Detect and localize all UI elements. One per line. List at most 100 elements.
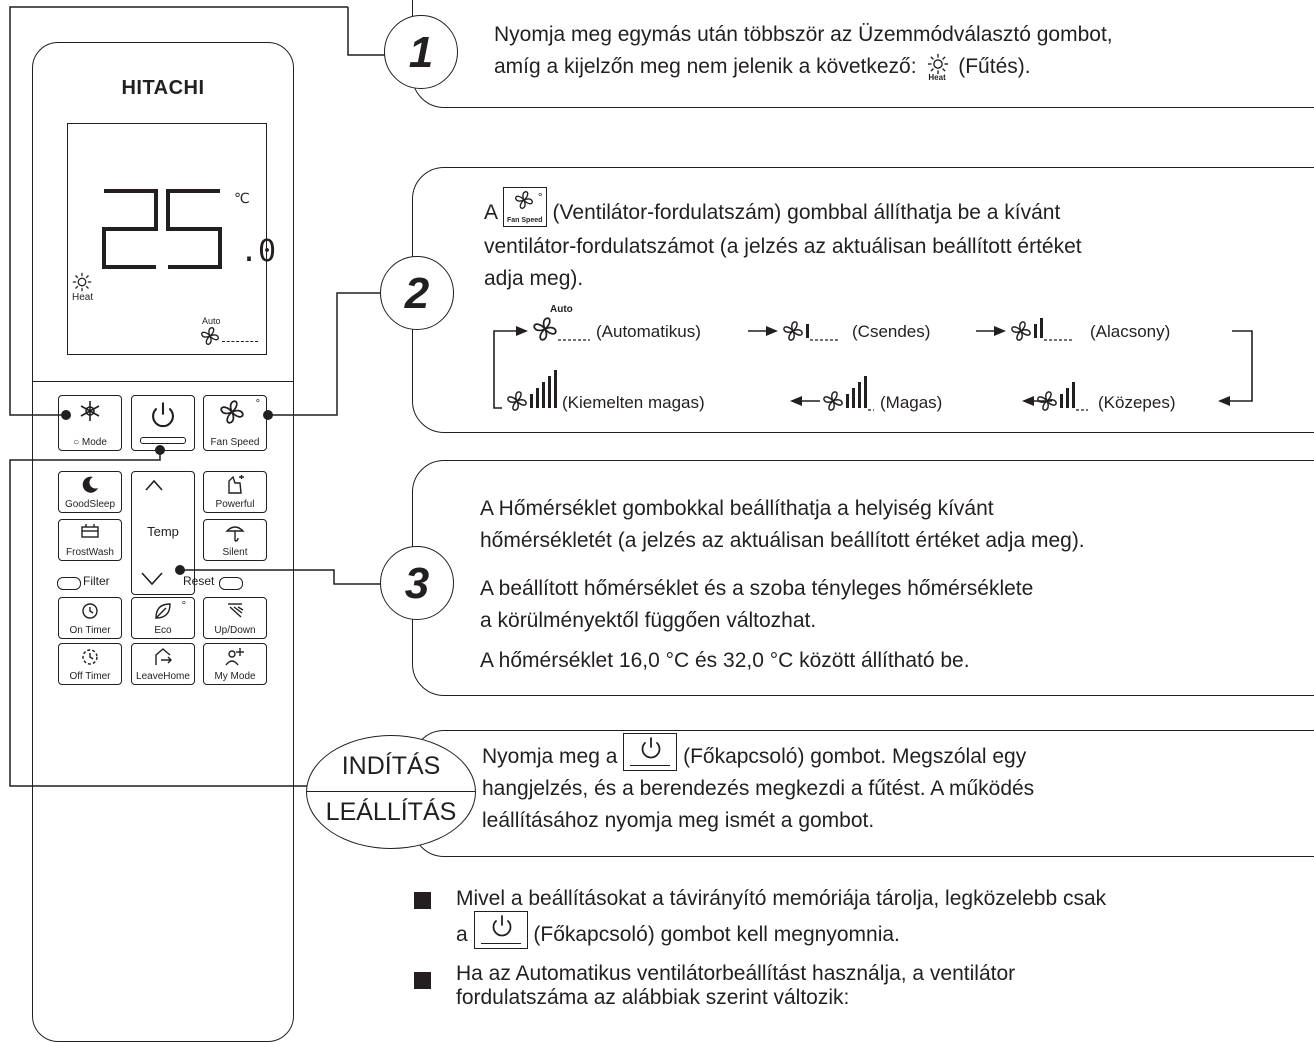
note-2-line-2: fordulatszáma az alábbiak szerint változ… — [456, 986, 850, 1009]
silent-label: Silent — [222, 547, 248, 558]
mymode-label: My Mode — [214, 671, 256, 682]
leader-line-1b — [347, 7, 388, 56]
start-stop-badge: INDÍTÁS LEÁLLÍTÁS — [306, 735, 476, 849]
note-bullet-2 — [414, 972, 431, 989]
step-3-number: 3 — [404, 559, 430, 608]
powerful-button[interactable]: Powerful — [203, 471, 267, 513]
fan-icon-low — [1011, 321, 1031, 341]
power-inline-button-note — [473, 911, 528, 950]
step-3-line-3: A beállított hőmérséklet és a szoba tény… — [480, 577, 1034, 600]
step-3-line-1: A Hőmérséklet gombokkal beállíthatja a h… — [480, 497, 994, 520]
fan-speed-button[interactable]: ° Fan Speed — [203, 395, 267, 451]
clock-icon — [82, 603, 98, 619]
auto-caption: Auto — [550, 304, 573, 315]
goodsleep-button[interactable]: GoodSleep — [58, 471, 122, 513]
lcd-decimal: .0 — [240, 234, 277, 269]
silent-icon — [225, 526, 245, 542]
power-inline-button — [623, 733, 678, 772]
leader-lines — [9, 6, 388, 787]
filter-label: Filter — [83, 574, 110, 588]
speed-high-label: (Magas) — [880, 393, 942, 412]
leavehome-label: LeaveHome — [136, 671, 190, 682]
mode-label: ○ Mode — [73, 437, 107, 448]
speed-low-label: (Alacsony) — [1090, 322, 1170, 341]
note-1-line-2: a (Főkapcsoló) gombot kell megnyomnia. — [456, 911, 900, 950]
fan-icon-quiet — [783, 321, 803, 341]
updown-label: Up/Down — [214, 625, 256, 636]
lcd-heat-label: Heat — [72, 292, 94, 303]
moon-icon — [82, 476, 98, 493]
fan-icon-high — [823, 391, 843, 411]
note-2-line-1: Ha az Automatikus ventilátorbeállítást h… — [456, 962, 1016, 985]
power-button[interactable] — [131, 395, 195, 451]
step-3-line-5: A hőmérséklet 16,0 °C és 32,0 °C között … — [480, 649, 970, 672]
off-timer-label: Off Timer — [69, 671, 111, 682]
leaf-icon — [155, 603, 171, 619]
powerful-icon — [228, 475, 244, 494]
step-1-line-2: amíg a kijelzőn meg nem jelenik a követk… — [494, 53, 1031, 83]
temp-label: Temp — [147, 524, 179, 539]
start-stop-line-1: Nyomja meg a (Főkapcsoló) gombot. Megszó… — [482, 733, 1026, 772]
frostwash-icon — [81, 524, 99, 538]
fan-speed-cycle-diagram: Auto (Automatikus) (Csendes) (Alacsony) … — [493, 304, 1253, 412]
leader-line-3 — [180, 569, 380, 585]
speed-medium-label: (Közepes) — [1098, 393, 1175, 412]
note-bullet-1 — [414, 892, 431, 909]
start-stop-box — [412, 730, 1314, 857]
step-2-line-3: adja meg). — [484, 267, 584, 290]
frostwash-label: FrostWash — [66, 547, 114, 558]
stop-label: LEÁLLÍTÁS — [325, 798, 457, 826]
silent-button[interactable]: Silent — [203, 519, 267, 561]
mode-icon — [80, 401, 100, 421]
step-1-number: 1 — [408, 28, 434, 77]
temp-down-icon[interactable] — [140, 570, 164, 586]
speed-super-high-label: (Kiemelten magas) — [562, 393, 705, 412]
step-3-line-2: hőmérsékletét (a jelzés az aktuálisan be… — [480, 529, 1085, 552]
step-1-badge: 1 — [384, 15, 458, 89]
on-timer-button[interactable]: On Timer — [58, 597, 122, 639]
step-2-line-2: ventilátor-fordulatszámot (a jelzés az a… — [484, 235, 1082, 258]
eco-degree-mark: ° — [181, 600, 186, 612]
frostwash-button[interactable]: FrostWash — [58, 519, 122, 561]
remote-divider — [32, 381, 294, 382]
note-1-line-1: Mivel a beállításokat a távirányító memó… — [456, 887, 1107, 910]
reset-button[interactable] — [219, 577, 243, 590]
step-3-line-4: a körülményektől függően változhat. — [480, 609, 817, 632]
step-1-line-1: Nyomja meg egymás után többször az Üzemm… — [494, 23, 1113, 46]
reset-label: Reset — [183, 574, 215, 588]
clock-dashed-icon — [82, 649, 98, 665]
eco-button[interactable]: ° Eco — [131, 597, 195, 639]
fan-icon-auto — [533, 317, 557, 341]
filter-button[interactable] — [57, 577, 81, 590]
lcd-fan-auto-label: Auto — [202, 316, 221, 326]
off-timer-button[interactable]: Off Timer — [58, 643, 122, 685]
start-stop-line-2: hangjelzés, és a berendezés megkezdi a f… — [482, 777, 1035, 800]
temp-up-icon[interactable] — [144, 478, 164, 492]
leavehome-button[interactable]: LeaveHome — [131, 643, 195, 685]
start-label: INDÍTÁS — [341, 752, 441, 780]
speed-auto-label: (Automatikus) — [596, 322, 701, 341]
power-led-bar — [140, 437, 186, 444]
mymode-button[interactable]: My Mode — [203, 643, 267, 685]
updown-button[interactable]: Up/Down — [203, 597, 267, 639]
lcd-fan-speed-bars — [222, 341, 258, 342]
fan-speed-label: Fan Speed — [210, 437, 260, 448]
eco-label: Eco — [154, 625, 172, 636]
fan-speed-inline-button: ° Fan Speed — [502, 187, 547, 228]
mode-button[interactable]: ○ Mode — [58, 395, 122, 451]
step-3-badge: 3 — [380, 546, 454, 620]
brand-logo: HITACHI — [121, 77, 205, 99]
on-timer-label: On Timer — [69, 625, 111, 636]
start-stop-line-3: leállításához nyomja meg ismét a gombot. — [482, 809, 875, 832]
temp-button-group: Temp — [131, 471, 195, 595]
heat-icon — [927, 53, 949, 75]
remote-control: HITACHI .0 ℃ Heat Auto ○ Mode ° Fan Spe — [32, 42, 294, 1042]
fan-degree-mark: ° — [255, 398, 260, 410]
lcd-temperature-digits — [102, 189, 222, 269]
goodsleep-label: GoodSleep — [64, 499, 116, 510]
mymode-icon — [225, 648, 244, 666]
lcd-unit: ℃ — [234, 190, 250, 206]
home-icon — [155, 648, 172, 665]
step-2-box — [412, 167, 1314, 433]
leader-line-2 — [268, 292, 380, 416]
